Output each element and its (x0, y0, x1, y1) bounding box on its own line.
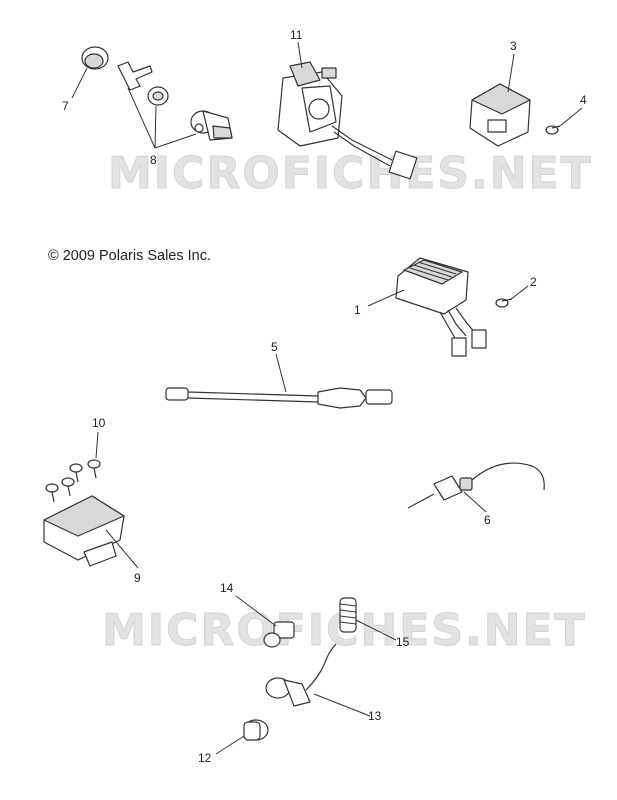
callout-11: 11 (290, 28, 303, 42)
part-8-bezel-ring (147, 86, 169, 106)
callout-15: 15 (396, 635, 410, 649)
part-6-sensor (407, 462, 545, 509)
callout-14: 14 (220, 581, 234, 595)
part-10-screws (45, 459, 101, 503)
part-11-handlebar-switch (277, 61, 418, 180)
callout-1: 1 (354, 303, 361, 317)
part-12-cap (243, 719, 269, 741)
part-9-relay (43, 495, 125, 567)
callout-6: 6 (484, 513, 491, 527)
callout-10: 10 (92, 416, 106, 430)
part-7-grommet (81, 46, 109, 70)
part-14-plug (263, 621, 295, 648)
watermark-top: MICROFICHES.NET (108, 148, 593, 199)
callout-8: 8 (150, 153, 157, 167)
callout-5: 5 (271, 340, 278, 354)
part-8-ignition-key (117, 61, 153, 91)
part-5-wire-lead (165, 387, 393, 409)
callout-13: 13 (368, 709, 382, 723)
part-3-module (469, 83, 531, 147)
callout-2: 2 (530, 275, 537, 289)
callout-4: 4 (580, 93, 587, 107)
copyright-text: © 2009 Polaris Sales Inc. (48, 248, 211, 264)
callout-3: 3 (510, 39, 517, 53)
part-1-voltage-regulator (395, 257, 487, 357)
part-8-ignition-switch (190, 110, 233, 141)
part-2-screw (495, 298, 513, 308)
part-13-speed-sensor (265, 643, 337, 707)
callout-7: 7 (62, 99, 69, 113)
callout-9: 9 (134, 571, 141, 585)
part-4-screw (545, 125, 561, 135)
part-15-spring (339, 597, 357, 633)
callout-12: 12 (198, 751, 212, 765)
